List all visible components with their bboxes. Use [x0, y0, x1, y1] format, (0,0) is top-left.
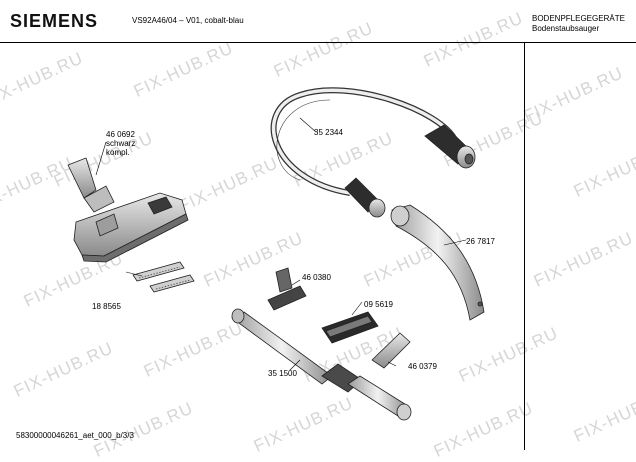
header-divider	[0, 42, 636, 43]
floor-nozzle-part	[67, 157, 189, 263]
part-description: schwarz	[106, 139, 136, 148]
telescopic-tube-part	[231, 308, 412, 421]
leader-lines	[95, 117, 467, 371]
exploded-parts-drawing	[67, 87, 485, 421]
crevice-nozzle-part	[371, 332, 411, 369]
part-description: kompl.	[106, 148, 130, 157]
part-label-hose: 35 2344	[314, 128, 343, 137]
part-label-brushes: 18 8565	[92, 302, 121, 311]
part-label-dusting-brush: 09 5619	[364, 300, 393, 309]
part-label-telescopic-tube: 35 1500	[268, 369, 297, 378]
brand-logo: SIEMENS	[10, 11, 99, 31]
right-column-divider	[524, 42, 525, 450]
suction-hose-part	[270, 87, 458, 196]
model-designation: VS92A46/04 – V01, cobalt-blau	[132, 16, 244, 25]
part-label-crevice-nozzle: 46 0379	[408, 362, 437, 371]
part-label-upholstery-nozzle: 46 0380	[302, 273, 331, 282]
subcategory-title: Bodenstaubsauger	[532, 24, 600, 33]
hose-connector-end	[424, 124, 476, 169]
hose-handle-end	[344, 177, 386, 218]
dusting-brush-part	[321, 311, 379, 344]
part-label-floor-nozzle: 46 0692 schwarz kompl.	[106, 130, 135, 157]
category-title: BODENPFLEGEGERÄTE	[532, 14, 625, 23]
handle-bend-part	[390, 204, 485, 321]
document-id: 58300000046261_aet_000_b/3/3	[16, 431, 134, 440]
part-number: 46 0692	[106, 130, 135, 139]
upholstery-nozzle-part	[267, 267, 307, 311]
part-label-handle-bend: 26 7817	[466, 237, 495, 246]
brush-strips-part	[132, 261, 195, 293]
